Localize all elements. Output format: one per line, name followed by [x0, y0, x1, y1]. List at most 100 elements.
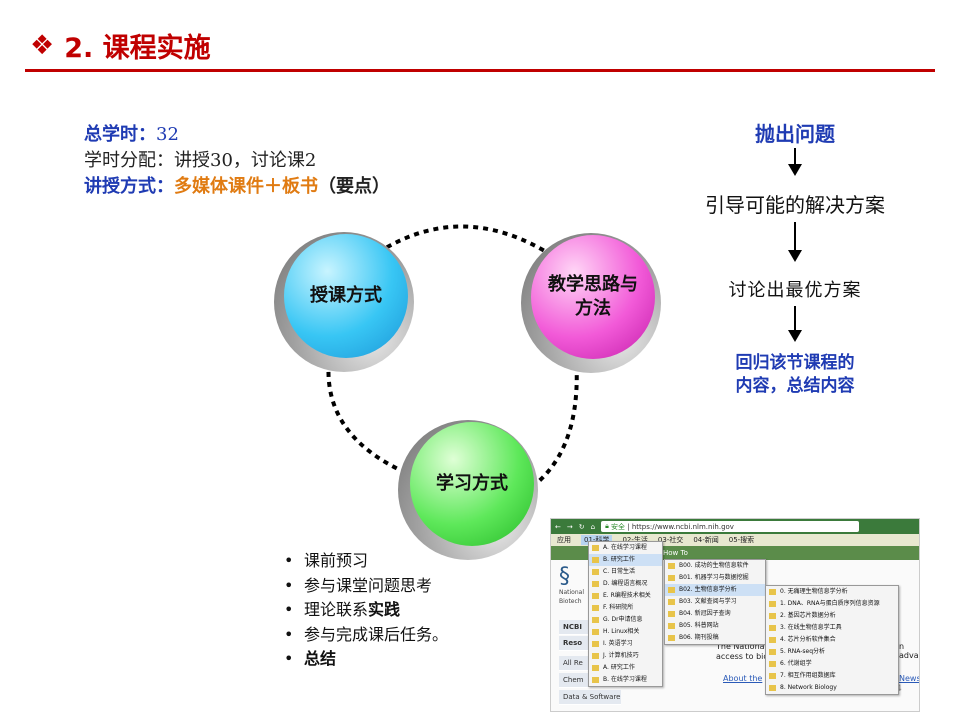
bullet-bold-text: 总结 — [304, 649, 337, 668]
side-item: Data & Software — [559, 690, 621, 705]
flow-step-summary-line1: 回归该节课程的 — [735, 353, 855, 373]
teaching-method-value: 多媒体课件＋板书 — [174, 176, 318, 197]
menu-item: 3. 在线生物信息学工具 — [766, 622, 898, 634]
flow-arrow-3 — [788, 306, 802, 342]
bookmark-item: 03-社交 — [657, 536, 684, 544]
bullet-item: 课前预习 — [282, 549, 448, 574]
menu-item: 1. DNA、RNA与蛋白质序列信息资源 — [766, 598, 898, 610]
slide-title-text: 2. 课程实施 — [64, 33, 211, 64]
teaching-method-note: （要点） — [318, 176, 390, 197]
menu-item: F. 科研院所 — [589, 602, 662, 614]
url-text: https://www.ncbi.nlm.nih.gov — [631, 522, 734, 531]
teaching-mode-node: 授课方式 — [284, 234, 408, 358]
menu-item: A. 研究工作 — [589, 662, 662, 674]
menu-item: D. 编程语言概况 — [589, 578, 662, 590]
teaching-mode-sphere: 授课方式 — [274, 232, 414, 372]
learning-bullets: 课前预习 参与课堂问题思考 理论联系实践 参与完成课后任务。 总结 — [282, 549, 448, 672]
teaching-approach-node: 教学思路与 方法 — [531, 235, 655, 359]
menu-item: C. 日常生活 — [589, 566, 662, 578]
bookmark-item: 04-新闻 — [693, 536, 719, 544]
flow-step-summary: 回归该节课程的 内容，总结内容 — [690, 352, 900, 398]
menu-item: A. 在线学习课程 — [589, 542, 662, 554]
logo-line: Biotech — [559, 598, 582, 605]
menu-item: 7. 相互作用组数据库 — [766, 670, 898, 682]
teaching-approach-label-1: 教学思路与 — [548, 274, 638, 295]
about-link: About the — [723, 674, 763, 683]
menu-item: B06. 期刊投稿 — [665, 632, 765, 644]
flow-step-discussion: 讨论出最优方案 — [728, 280, 862, 301]
teaching-approach-label-2: 方法 — [575, 298, 611, 319]
flow-arrow-2 — [788, 222, 802, 262]
logo-text: National Biotech — [559, 588, 584, 606]
title-divider — [25, 69, 935, 72]
bullet-text: 课前预习 — [304, 551, 369, 570]
bullet-text: 理论联系 — [304, 600, 369, 619]
menu-item: B01. 机器学习与数据挖掘 — [665, 572, 765, 584]
menu-item: E. R编程技术相关 — [589, 590, 662, 602]
total-hours-line: 总学时：32 — [84, 122, 390, 148]
bullet-item: 理论联系实践 — [282, 598, 448, 623]
bookmark-item: 05-搜索 — [728, 536, 755, 544]
bookmark-menu-3: 0. 无痛理生物信息学分析 1. DNA、RNA与蛋白质序列信息资源 2. 基因… — [765, 585, 899, 695]
menu-item: 2. 基因芯片数据分析 — [766, 610, 898, 622]
body-line: access to bio — [716, 652, 769, 661]
connector-left — [326, 351, 401, 472]
logo-line: National — [559, 589, 585, 596]
menu-item: 4. 芯片分析软件集合 — [766, 634, 898, 646]
menu-item: B03. 文献查阅与学习 — [665, 596, 765, 608]
reload-icon: ↻ — [578, 522, 585, 531]
flow-step-summary-line2: 内容，总结内容 — [735, 376, 855, 396]
menu-item: B. 在线学习课程 — [589, 674, 662, 686]
menu-item: B00. 成功的生物信息软件 — [665, 560, 765, 572]
flow-step-question: 抛出问题 — [755, 122, 835, 146]
hour-allocation: 学时分配：讲授30，讨论课2 — [84, 150, 317, 171]
forward-icon: → — [566, 522, 573, 531]
total-hours-value: 32 — [156, 124, 179, 145]
bullet-item: 参与课堂问题思考 — [282, 574, 448, 599]
course-info: 总学时：32 学时分配：讲授30，讨论课2 讲授方式：多媒体课件＋板书（要点） — [84, 122, 390, 200]
bullet-item: 参与完成课后任务。 — [282, 623, 448, 648]
body-text: The National access to bio — [716, 642, 768, 662]
body-text-right: n adva — [899, 642, 919, 660]
bullet-item: 总结 — [282, 647, 448, 672]
bullet-bold-text: 实践 — [368, 600, 401, 619]
body-line: The National — [716, 642, 767, 651]
address-field: 🔒︎ 安全 | https://www.ncbi.nlm.nih.gov — [601, 521, 860, 532]
learning-mode-sphere: 学习方式 — [398, 420, 538, 560]
learning-mode-label: 学习方式 — [436, 473, 508, 494]
lock-icon: 🔒︎ — [605, 522, 609, 530]
how-to-link: How To — [663, 549, 688, 557]
teaching-method-line: 讲授方式：多媒体课件＋板书（要点） — [84, 174, 390, 200]
menu-item: B02. 生物信息学分析 — [665, 584, 765, 596]
teaching-mode-label: 授课方式 — [310, 285, 382, 306]
menu-item: 8. Network Biology — [766, 682, 898, 694]
menu-item: 0. 无痛理生物信息学分析 — [766, 586, 898, 598]
back-icon: ← — [555, 522, 561, 531]
bookmark-menu-2: B00. 成功的生物信息软件 B01. 机器学习与数据挖掘 B02. 生物信息学… — [664, 559, 766, 645]
browser-url-bar: ← → ↻ ⌂ 🔒︎ 安全 | https://www.ncbi.nlm.nih… — [551, 519, 919, 534]
teaching-method-label: 讲授方式： — [84, 176, 174, 197]
menu-item: 6. 代谢组学 — [766, 658, 898, 670]
menu-item: J. 计算机技巧 — [589, 650, 662, 662]
menu-item: 5. RNA-seq分析 — [766, 646, 898, 658]
bookmark-item: 01-科学 — [581, 535, 613, 545]
menu-item: B. 研究工作 — [589, 554, 662, 566]
menu-item: G. Dr申请信息 — [589, 614, 662, 626]
diamond-bullet-icon: ❖ — [30, 30, 55, 61]
bookmark-menu-1: A. 在线学习课程 B. 研究工作 C. 日常生活 D. 编程语言概况 E. R… — [588, 541, 663, 687]
menu-item: I. 英语学习 — [589, 638, 662, 650]
menu-item: B05. 科普网站 — [665, 620, 765, 632]
bullet-text: 参与课堂问题思考 — [304, 575, 433, 595]
slide-title: ❖ 2. 课程实施 — [30, 26, 211, 65]
home-icon: ⌂ — [590, 522, 596, 531]
secure-label: 安全 — [611, 522, 626, 531]
teaching-approach-sphere: 教学思路与 方法 — [521, 233, 661, 373]
connector-top — [368, 224, 558, 260]
bookmark-item: 应用 — [557, 536, 571, 544]
bookmark-item: 02-生活 — [622, 536, 648, 544]
flow-step-solutions: 引导可能的解决方案 — [705, 193, 885, 217]
news-link: News — [899, 674, 920, 683]
total-hours-label: 总学时： — [84, 124, 156, 145]
menu-item: H. Linux相关 — [589, 626, 662, 638]
browser-screenshot: ← → ↻ ⌂ 🔒︎ 安全 | https://www.ncbi.nlm.nih… — [550, 518, 920, 712]
